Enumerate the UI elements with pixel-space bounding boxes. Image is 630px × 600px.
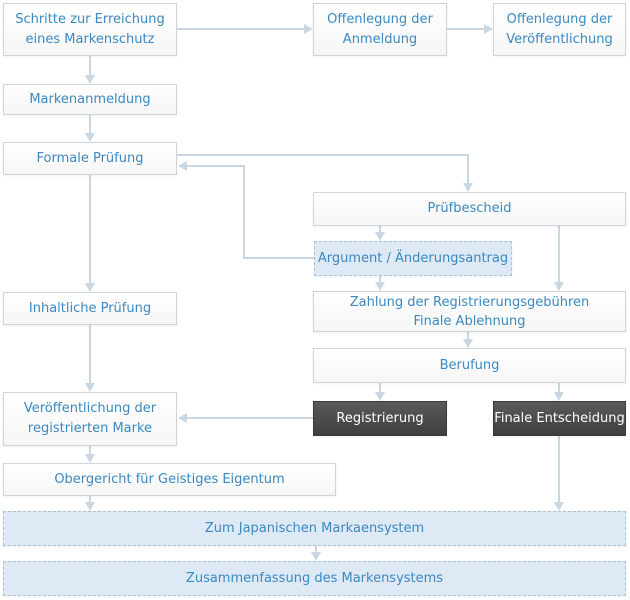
link-japanisches-markensystem[interactable]: Zum Japanischen Markaensystem <box>3 511 626 546</box>
step-obergericht[interactable]: Obergericht für Geistiges Eigentum <box>3 463 336 496</box>
link-zusammenfassung-markensystem[interactable]: Zusammenfassung des Markensystems <box>3 561 626 596</box>
step-schritte-markenschutz[interactable]: Schritte zur Erreichung eines Markenschu… <box>3 3 177 56</box>
step-formale-pruefung[interactable]: Formale Prüfung <box>3 142 177 175</box>
step-finale-entscheidung[interactable]: Finale Entscheidung <box>493 401 626 436</box>
step-offenlegung-veroeffentlichung[interactable]: Offenlegung der Veröffentlichung <box>493 3 626 56</box>
step-inhaltliche-pruefung[interactable]: Inhaltliche Prüfung <box>3 292 177 325</box>
step-veroeffentlichung-marke[interactable]: Veröffentlichung der registrierten Marke <box>3 392 177 446</box>
step-argument-aenderungsantrag[interactable]: Argument / Änderungsantrag <box>314 241 512 276</box>
step-markenanmeldung[interactable]: Markenanmeldung <box>3 84 177 115</box>
step-berufung[interactable]: Berufung <box>313 348 626 383</box>
step-registrierung[interactable]: Registrierung <box>313 401 447 436</box>
step-pruefbescheid[interactable]: Prüfbescheid <box>313 192 626 226</box>
step-zahlung-registrierungsgebuehren[interactable]: Zahlung der Registrierungsgebühren Final… <box>313 291 626 332</box>
step-offenlegung-anmeldung[interactable]: Offenlegung der Anmeldung <box>313 3 447 56</box>
